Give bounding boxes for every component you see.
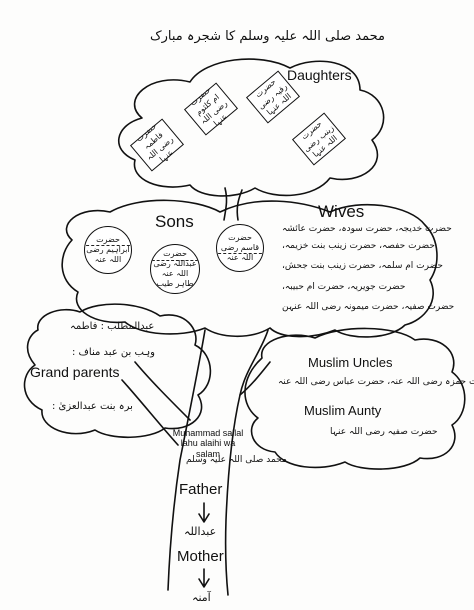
son-title: حضرت (96, 235, 120, 244)
uncles-cloud (244, 327, 466, 470)
right-branch (239, 361, 271, 396)
trunk (167, 329, 269, 596)
son-ball: حضرت عبداللہ رضی اللہ عنہ طاہر طیب (150, 244, 200, 294)
son-name: ابراہیم رضی اللہ عنہ (86, 245, 130, 264)
uncles-names: حضرت حمزہ رضی اللہ عنہ، حضرت عباس رضی ال… (278, 377, 474, 387)
father-arrow (198, 502, 210, 523)
center-urdu-name: محمد صلی اللہ علیہ وسلم (186, 455, 287, 465)
grandparents-cloud (23, 303, 212, 439)
wives-line: حضرت جویریہ، حضرت ام حبیبہ، (282, 282, 406, 292)
left-branch (121, 361, 191, 446)
wives-line: حضرت ام سلمہ، حضرت زینب بنت جحش، (282, 261, 443, 271)
grandparents-line: برہ بنت عبدالعزیٰ : (52, 401, 133, 412)
son-name: قاسم رضی اللہ عنہ (220, 243, 260, 262)
sons-wives-cloud (61, 199, 438, 338)
son-title: حضرت (163, 249, 187, 258)
father-name: عبداللہ (184, 525, 217, 538)
son-title: حضرت (228, 233, 252, 242)
son-epithet: طاہر طیب (156, 279, 194, 288)
mother-arrow (198, 568, 210, 588)
grandparents-line: عبدالمطلب : فاطمہ (70, 321, 155, 332)
wives-line: حضرت صفیہ، حضرت میمونہ رضی اللہ عنہن (282, 302, 455, 312)
aunty-name: حضرت صفیہ رضی اللہ عنہا (330, 427, 438, 437)
daughters-heading: Daughters (287, 67, 352, 83)
sons-heading: Sons (155, 212, 194, 231)
uncles-heading: Muslim Uncles (308, 355, 393, 370)
upper-trunk (223, 187, 243, 221)
son-ball: حضرت قاسم رضی اللہ عنہ (216, 224, 264, 272)
mother-label: Mother (177, 548, 224, 565)
grandparents-heading: Grand parents (30, 364, 120, 380)
son-ball: حضرت ابراہیم رضی اللہ عنہ (84, 226, 132, 274)
wives-line: حضرت حفصہ، حضرت زینب بنت خزیمہ، (282, 241, 435, 251)
daughters-cloud (117, 58, 385, 197)
grandparents-line: وہب بن عبد مناف : (72, 347, 156, 358)
center-english-name: Muhammad sallal lahu alaihi wa salam (172, 428, 244, 459)
son-name: عبداللہ رضی اللہ عنہ (153, 259, 197, 278)
father-label: Father (179, 481, 223, 498)
mother-name: آمنہ (192, 591, 211, 604)
aunty-heading: Muslim Aunty (304, 403, 382, 418)
wives-line: حضرت خدیجہ، حضرت سودہ، حضرت عائشہ (282, 224, 452, 234)
wives-heading: Wives (318, 202, 365, 221)
page-title: محمد صلی اللہ علیہ وسلم کا شجرہ مبارک (150, 29, 386, 44)
